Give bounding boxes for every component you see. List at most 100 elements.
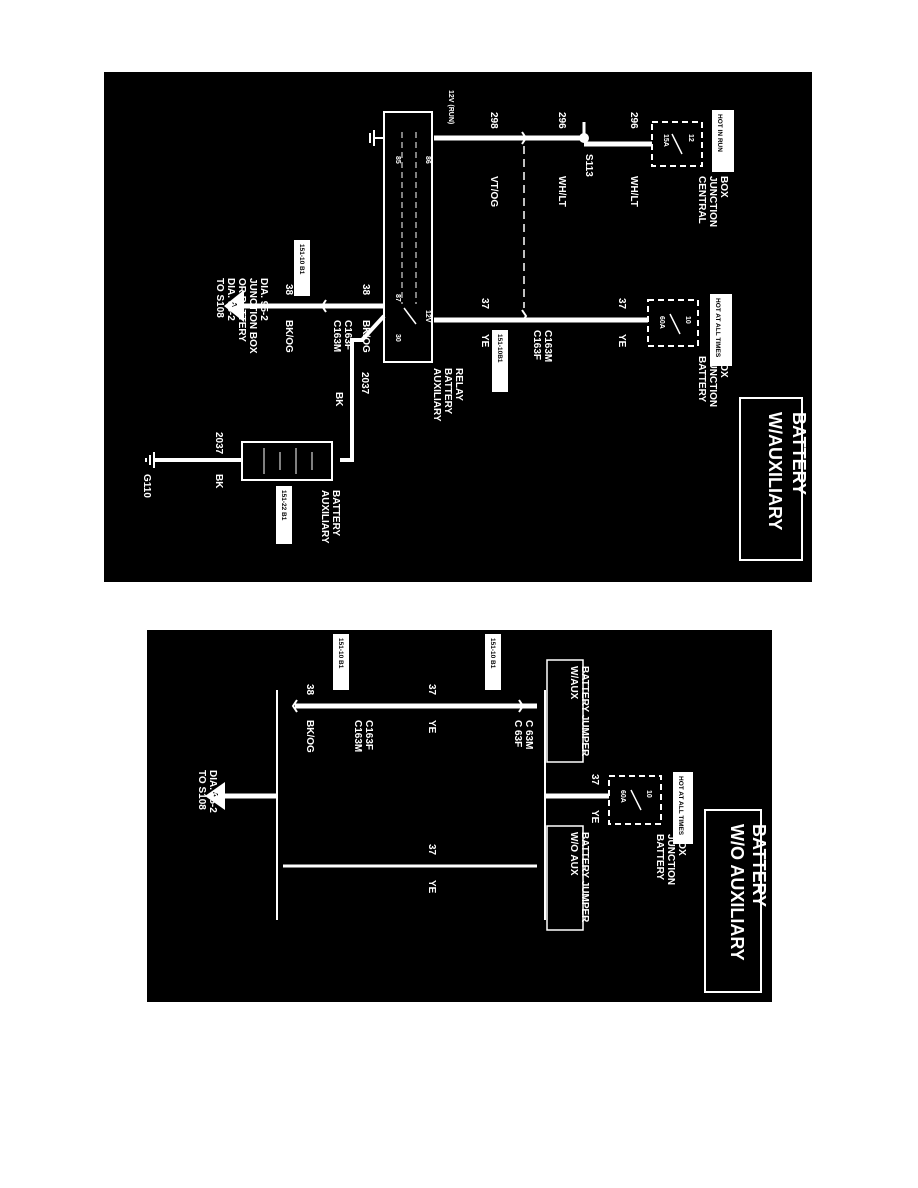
- svg-text:JUNCTION: JUNCTION: [707, 176, 718, 227]
- svg-text:S113: S113: [583, 154, 594, 177]
- svg-text:VT/OG: VT/OG: [488, 176, 499, 207]
- svg-text:60A: 60A: [658, 316, 665, 329]
- svg-text:151-10 B1: 151-10 B1: [489, 638, 496, 669]
- svg-text:WH/LT: WH/LT: [628, 176, 639, 207]
- svg-text:TO S108: TO S108: [214, 278, 225, 318]
- svg-text:YE: YE: [616, 334, 627, 348]
- wire-2037: [340, 314, 386, 462]
- svg-text:86: 86: [424, 156, 431, 164]
- svg-text:12: 12: [687, 134, 694, 142]
- svg-text:HOT IN RUN: HOT IN RUN: [716, 114, 723, 152]
- svg-text:151-22 B1: 151-22 B1: [280, 490, 287, 521]
- svg-text:HOT AT ALL TIMES: HOT AT ALL TIMES: [714, 298, 721, 358]
- svg-text:YE: YE: [589, 810, 600, 824]
- arrow-a-icon: [224, 290, 244, 322]
- svg-text:151-10B1: 151-10B1: [496, 334, 503, 363]
- svg-text:2037: 2037: [359, 372, 370, 395]
- svg-text:C 63M: C 63M: [523, 720, 534, 749]
- svg-text:BOX: BOX: [718, 356, 729, 378]
- svg-text:60A: 60A: [619, 790, 626, 803]
- svg-text:DIA. 95-2: DIA. 95-2: [207, 770, 218, 813]
- svg-text:38: 38: [360, 284, 371, 296]
- title-box: [739, 397, 803, 561]
- svg-text:37: 37: [616, 298, 627, 310]
- svg-text:A: A: [211, 792, 218, 797]
- aux-battery-relay: [383, 111, 433, 363]
- svg-text:DIA. 95-2: DIA. 95-2: [258, 278, 269, 321]
- svg-text:C163F: C163F: [363, 720, 374, 750]
- title-line2: BATTERY: [749, 824, 769, 907]
- svg-text:37: 37: [426, 844, 437, 856]
- svg-text:298: 298: [488, 112, 499, 129]
- svg-text:A: A: [230, 302, 237, 307]
- svg-text:DIA. 95-2: DIA. 95-2: [225, 278, 236, 321]
- svg-text:C163F: C163F: [531, 330, 542, 360]
- connector-ref-c163-bottom: [294, 240, 310, 296]
- svg-text:37: 37: [589, 774, 600, 786]
- svg-text:BK: BK: [213, 474, 224, 489]
- svg-text:G110: G110: [141, 474, 152, 498]
- svg-text:C 63F: C 63F: [512, 720, 523, 747]
- svg-text:10: 10: [645, 790, 652, 798]
- svg-text:BK/OG: BK/OG: [304, 720, 315, 753]
- svg-text:JUNCTION: JUNCTION: [665, 834, 676, 885]
- svg-text:BATTERY: BATTERY: [330, 490, 341, 536]
- svg-text:W/O AUX: W/O AUX: [568, 832, 579, 876]
- connector-ref-top: [485, 634, 501, 690]
- svg-text:C163F: C163F: [342, 320, 353, 350]
- svg-text:38: 38: [283, 284, 294, 296]
- with-aux-battery-diagram: W/AUXILIARY BATTERY HOT IN RUN 12 15A CE…: [104, 72, 812, 582]
- svg-text:87: 87: [394, 294, 401, 302]
- title-line1: W/AUXILIARY: [765, 412, 785, 530]
- arrow-a-icon: [205, 782, 225, 810]
- svg-text:BK: BK: [333, 392, 344, 407]
- svg-text:296: 296: [556, 112, 567, 129]
- aux-battery: [241, 441, 333, 481]
- svg-text:38: 38: [304, 684, 315, 696]
- svg-text:BOX: BOX: [676, 834, 687, 856]
- svg-text:BOX: BOX: [718, 176, 729, 198]
- connector-ref-c163-top: [492, 330, 508, 392]
- svg-text:AUXILIARY: AUXILIARY: [431, 368, 442, 422]
- title-line1: W/O AUXILIARY: [727, 824, 747, 961]
- connector-ref-bottom: [333, 634, 349, 690]
- without-aux-battery-diagram: W/O AUXILIARY BATTERY HOT AT ALL TIMES 1…: [147, 630, 772, 1002]
- svg-text:30: 30: [394, 334, 401, 342]
- svg-text:C163M: C163M: [542, 330, 553, 362]
- svg-text:WH/LT: WH/LT: [556, 176, 567, 207]
- svg-text:RELAY: RELAY: [453, 368, 464, 401]
- w-aux-jumper-box: [546, 659, 584, 763]
- svg-text:C163M: C163M: [352, 720, 363, 752]
- battery-junction-box: HOT AT ALL TIMES 10 60A BATTERY JUNCTION…: [608, 772, 693, 885]
- svg-text:JUNCTION BOX: JUNCTION BOX: [247, 278, 258, 354]
- svg-text:BATTERY: BATTERY: [442, 368, 453, 414]
- svg-text:HOT AT ALL TIMES: HOT AT ALL TIMES: [677, 776, 684, 836]
- svg-text:JUNCTION: JUNCTION: [707, 356, 718, 407]
- svg-text:37: 37: [479, 298, 490, 310]
- svg-text:BK/OG: BK/OG: [283, 320, 294, 353]
- svg-text:2037: 2037: [213, 432, 224, 455]
- svg-text:151-10 B1: 151-10 B1: [337, 638, 344, 669]
- svg-text:151-10 B1: 151-10 B1: [298, 244, 305, 275]
- svg-text:CENTRAL: CENTRAL: [696, 176, 707, 224]
- svg-text:YE: YE: [479, 334, 490, 348]
- aux-battery-ref: [276, 486, 292, 544]
- central-junction-box: HOT IN RUN 12 15A CENTRAL JUNCTION BOX: [651, 110, 734, 227]
- svg-text:TO S108: TO S108: [196, 770, 207, 810]
- svg-text:BATTERY JUMPER: BATTERY JUMPER: [579, 666, 590, 757]
- svg-text:YE: YE: [426, 880, 437, 894]
- svg-text:BATTERY: BATTERY: [654, 834, 665, 880]
- svg-text:15A: 15A: [662, 134, 669, 147]
- svg-text:37: 37: [426, 684, 437, 696]
- svg-text:296: 296: [628, 112, 639, 129]
- svg-text:BATTERY JUMPER: BATTERY JUMPER: [579, 832, 590, 923]
- svg-text:C163M: C163M: [331, 320, 342, 352]
- svg-text:W/AUX: W/AUX: [568, 666, 579, 700]
- svg-text:BATTERY: BATTERY: [696, 356, 707, 402]
- battery-junction-box: HOT AT ALL TIMES 10 60A BATTERY JUNCTION…: [647, 294, 732, 407]
- title-line2: BATTERY: [789, 412, 809, 495]
- svg-text:10: 10: [684, 316, 691, 324]
- svg-text:85: 85: [394, 156, 401, 164]
- svg-text:AUXILIARY: AUXILIARY: [319, 490, 330, 544]
- svg-text:OR BATTERY: OR BATTERY: [236, 278, 247, 342]
